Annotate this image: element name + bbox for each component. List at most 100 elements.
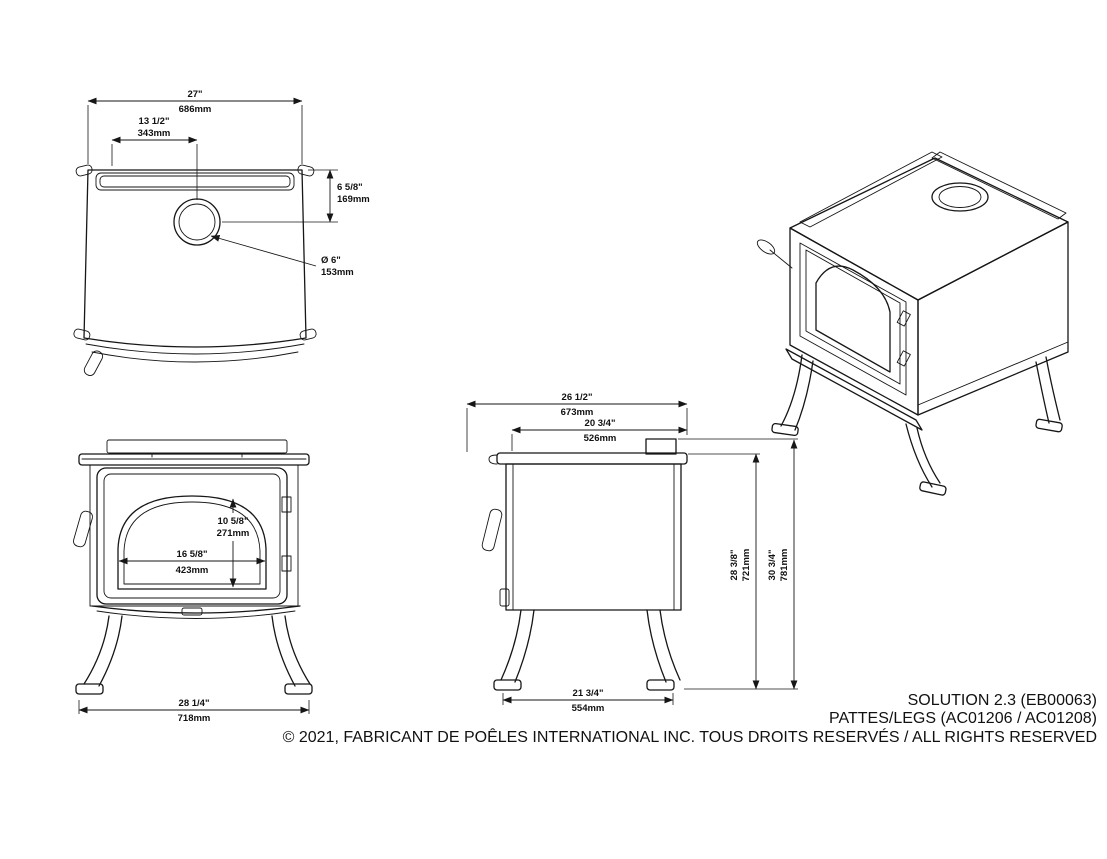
- door-glass: [815, 265, 891, 373]
- leg: [514, 609, 535, 683]
- dim-label: 781mm: [779, 549, 790, 582]
- corner-tab: [75, 164, 93, 177]
- door-handle: [73, 510, 93, 548]
- corner-tab: [73, 328, 91, 341]
- leg: [659, 609, 681, 681]
- flue-collar-inner: [938, 186, 982, 208]
- leg-foot: [919, 481, 947, 496]
- leg-foot: [493, 679, 522, 691]
- top-plate: [78, 453, 310, 466]
- dim-label: 721mm: [741, 549, 752, 582]
- flue-collar-outer: [173, 198, 221, 246]
- dim-label: 526mm: [584, 433, 617, 444]
- door-handle-shaft: [769, 249, 793, 269]
- dim-label: 28 3/8": [729, 550, 740, 581]
- leg: [916, 427, 941, 484]
- door-hinge: [896, 350, 911, 367]
- leg: [905, 423, 933, 488]
- copyright-label: © 2021, FABRICANT DE POÊLES INTERNATIONA…: [283, 727, 1097, 746]
- flue-collar-outer: [931, 182, 989, 212]
- dim-label: 673mm: [561, 407, 594, 418]
- dim-label: 30 3/4": [767, 550, 778, 581]
- dim-label: 169mm: [337, 194, 370, 205]
- dim-label: 13 1/2": [139, 116, 170, 127]
- dim-label: 27": [187, 89, 202, 100]
- rear-rail: [931, 151, 1067, 220]
- side-face: [917, 221, 1069, 416]
- flue-collar: [645, 438, 677, 455]
- leg: [1045, 356, 1061, 421]
- leg: [794, 360, 814, 431]
- latch: [181, 607, 203, 616]
- rear-rail: [95, 172, 295, 191]
- top-face: [789, 157, 1069, 301]
- leg-foot: [75, 683, 104, 695]
- dim-label: 271mm: [217, 528, 250, 539]
- door-frame-inner: [103, 473, 281, 599]
- rear-rail-inner: [99, 175, 291, 188]
- footer: SOLUTION 2.3 (EB00063) PATTES/LEGS (AC01…: [283, 692, 1097, 746]
- door-hinge: [281, 555, 292, 572]
- isometric-view: [756, 151, 1069, 496]
- leg: [83, 615, 110, 685]
- front-face: [789, 227, 919, 416]
- side-face-bottom-edge: [917, 341, 1069, 406]
- door-frame-inner: [805, 249, 901, 385]
- ash-lip-edge: [96, 610, 296, 619]
- dim-label: 20 3/4": [585, 418, 616, 429]
- dim-label: 343mm: [138, 128, 171, 139]
- dim-label: 16 5/8": [177, 549, 208, 560]
- front-lip-arc: [91, 351, 299, 363]
- dim-label: 26 1/2": [562, 392, 593, 403]
- dim-label: 554mm: [572, 703, 605, 714]
- leader-line: [210, 235, 317, 267]
- rear-rail: [799, 151, 943, 228]
- leg: [500, 609, 522, 681]
- door-hinge: [896, 310, 911, 327]
- door-frame-outer: [96, 467, 288, 605]
- ash-lip: [91, 605, 301, 614]
- front-lip: [488, 454, 498, 465]
- leg: [98, 615, 123, 687]
- top-view: 27" 686mm 13 1/2" 343mm 6 5/8" 169mm Ø 6…: [73, 89, 370, 376]
- front-lip-arc: [85, 343, 305, 355]
- leg: [646, 609, 667, 683]
- door-handle: [83, 350, 104, 376]
- side-view: 26 1/2" 673mm 20 3/4" 526mm 28 3/8" 721m…: [466, 392, 798, 714]
- door-hinge: [281, 496, 292, 513]
- leg-foot: [1035, 418, 1063, 433]
- leg-foot: [646, 679, 675, 691]
- stove-body: [89, 464, 299, 607]
- dim-label: 153mm: [321, 267, 354, 278]
- door-glass-outer: [117, 495, 267, 590]
- ash-lip: [785, 348, 923, 431]
- front-view: 10 5/8" 271mm 16 5/8" 423mm 28 1/4" 718m…: [73, 439, 313, 724]
- door-glass-inner: [123, 501, 261, 585]
- corner-tab: [299, 328, 317, 341]
- leg-foot: [284, 683, 313, 695]
- dim-label: Ø 6": [321, 255, 341, 266]
- leg: [284, 615, 311, 685]
- model-label: SOLUTION 2.3 (EB00063): [908, 692, 1097, 709]
- leg: [271, 615, 296, 687]
- door-handle: [481, 508, 503, 552]
- dim-label: 718mm: [178, 713, 211, 724]
- dim-label: 6 5/8": [337, 182, 363, 193]
- legs-label: PATTES/LEGS (AC01206 / AC01208): [829, 710, 1097, 727]
- dim-label: 28 1/4": [179, 698, 210, 709]
- corner-tab: [297, 164, 315, 177]
- leg: [780, 354, 803, 427]
- door-handle-grip: [756, 239, 776, 255]
- dim-label: 686mm: [179, 104, 212, 115]
- latch: [499, 588, 510, 607]
- dim-label: 423mm: [176, 565, 209, 576]
- dim-label: 21 3/4": [573, 688, 604, 699]
- flue-collar-inner: [178, 203, 216, 241]
- stove-body: [505, 463, 682, 611]
- dim-label: 10 5/8": [218, 516, 249, 527]
- leg: [1035, 361, 1050, 424]
- leg-foot: [771, 422, 799, 437]
- stove-top-outline: [83, 169, 307, 348]
- rear-shield: [106, 439, 288, 454]
